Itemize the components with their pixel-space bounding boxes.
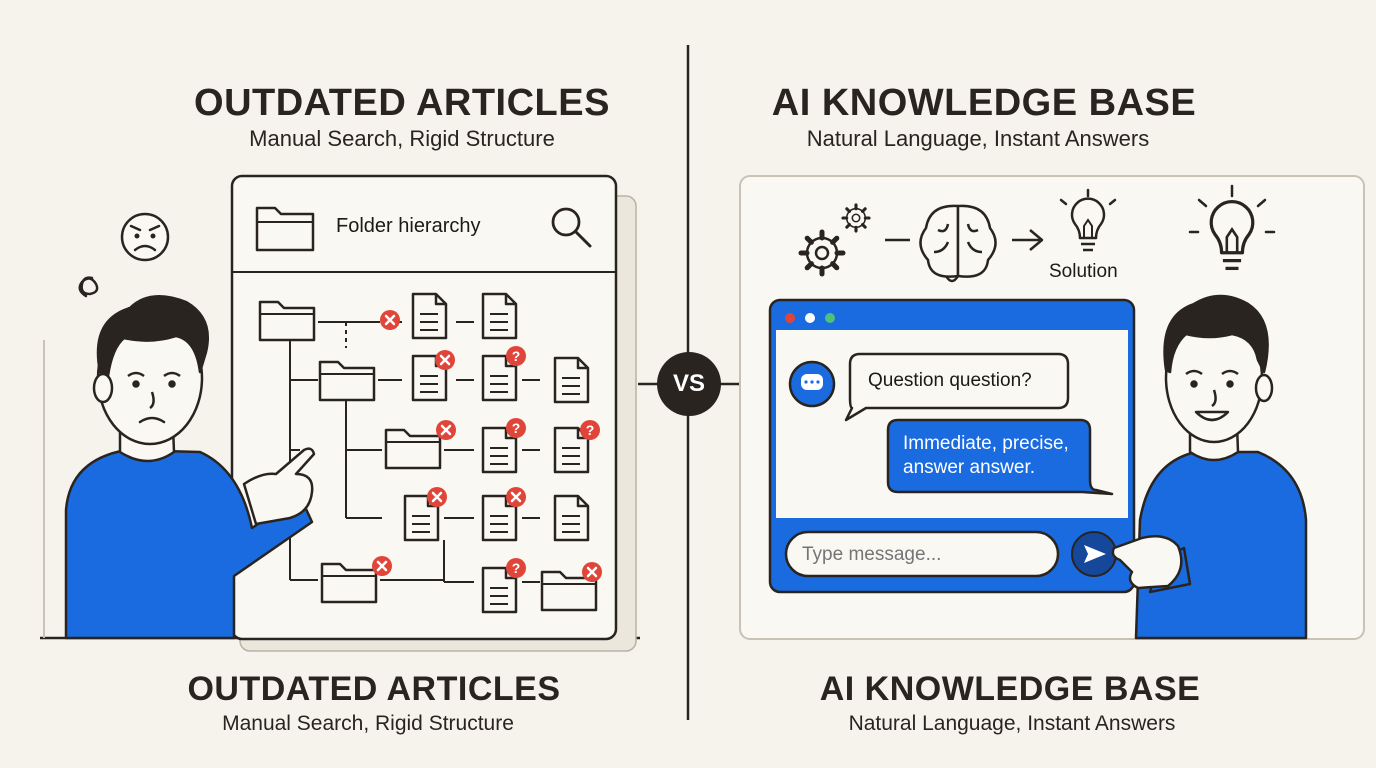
lightbulb-icon [1059,188,1117,252]
folder-hierarchy-panel [230,174,618,641]
vs-label: VS [672,370,705,397]
answer-text-line2: answer answer. [903,457,1036,478]
solution-label: Solution [1049,261,1118,282]
send-button-hitarea[interactable] [1072,532,1116,576]
left-bottom-subtitle: Manual Search, Rigid Structure [222,712,514,735]
right-title: AI KNOWLEDGE BASE [771,82,1197,124]
chat-avatar-icon [788,360,836,408]
question-text: Question question? [868,370,1032,391]
happy-person [1111,294,1308,640]
right-bottom-title: AI KNOWLEDGE BASE [819,670,1201,708]
answer-text-line1: Immediate, precise, [903,433,1069,454]
frustrated-face-icon [120,212,170,262]
left-bottom-title: OUTDATED ARTICLES [187,670,561,708]
left-subtitle: Manual Search, Rigid Structure [249,126,555,151]
frustrated-person [64,295,316,640]
send-icon [1084,545,1106,563]
search-icon [551,207,592,248]
answer-bubble [886,418,1114,496]
folder-hierarchy-label: Folder hierarchy [336,215,481,237]
brain-icon [919,204,997,283]
folder-icon [255,206,315,252]
message-input[interactable] [800,540,1044,570]
left-title: OUTDATED ARTICLES [194,82,610,124]
right-subtitle: Natural Language, Instant Answers [806,126,1150,151]
right-bottom-subtitle: Natural Language, Instant Answers [848,712,1176,735]
question-bubble [844,352,1070,422]
vs-badge: VS [657,352,721,416]
